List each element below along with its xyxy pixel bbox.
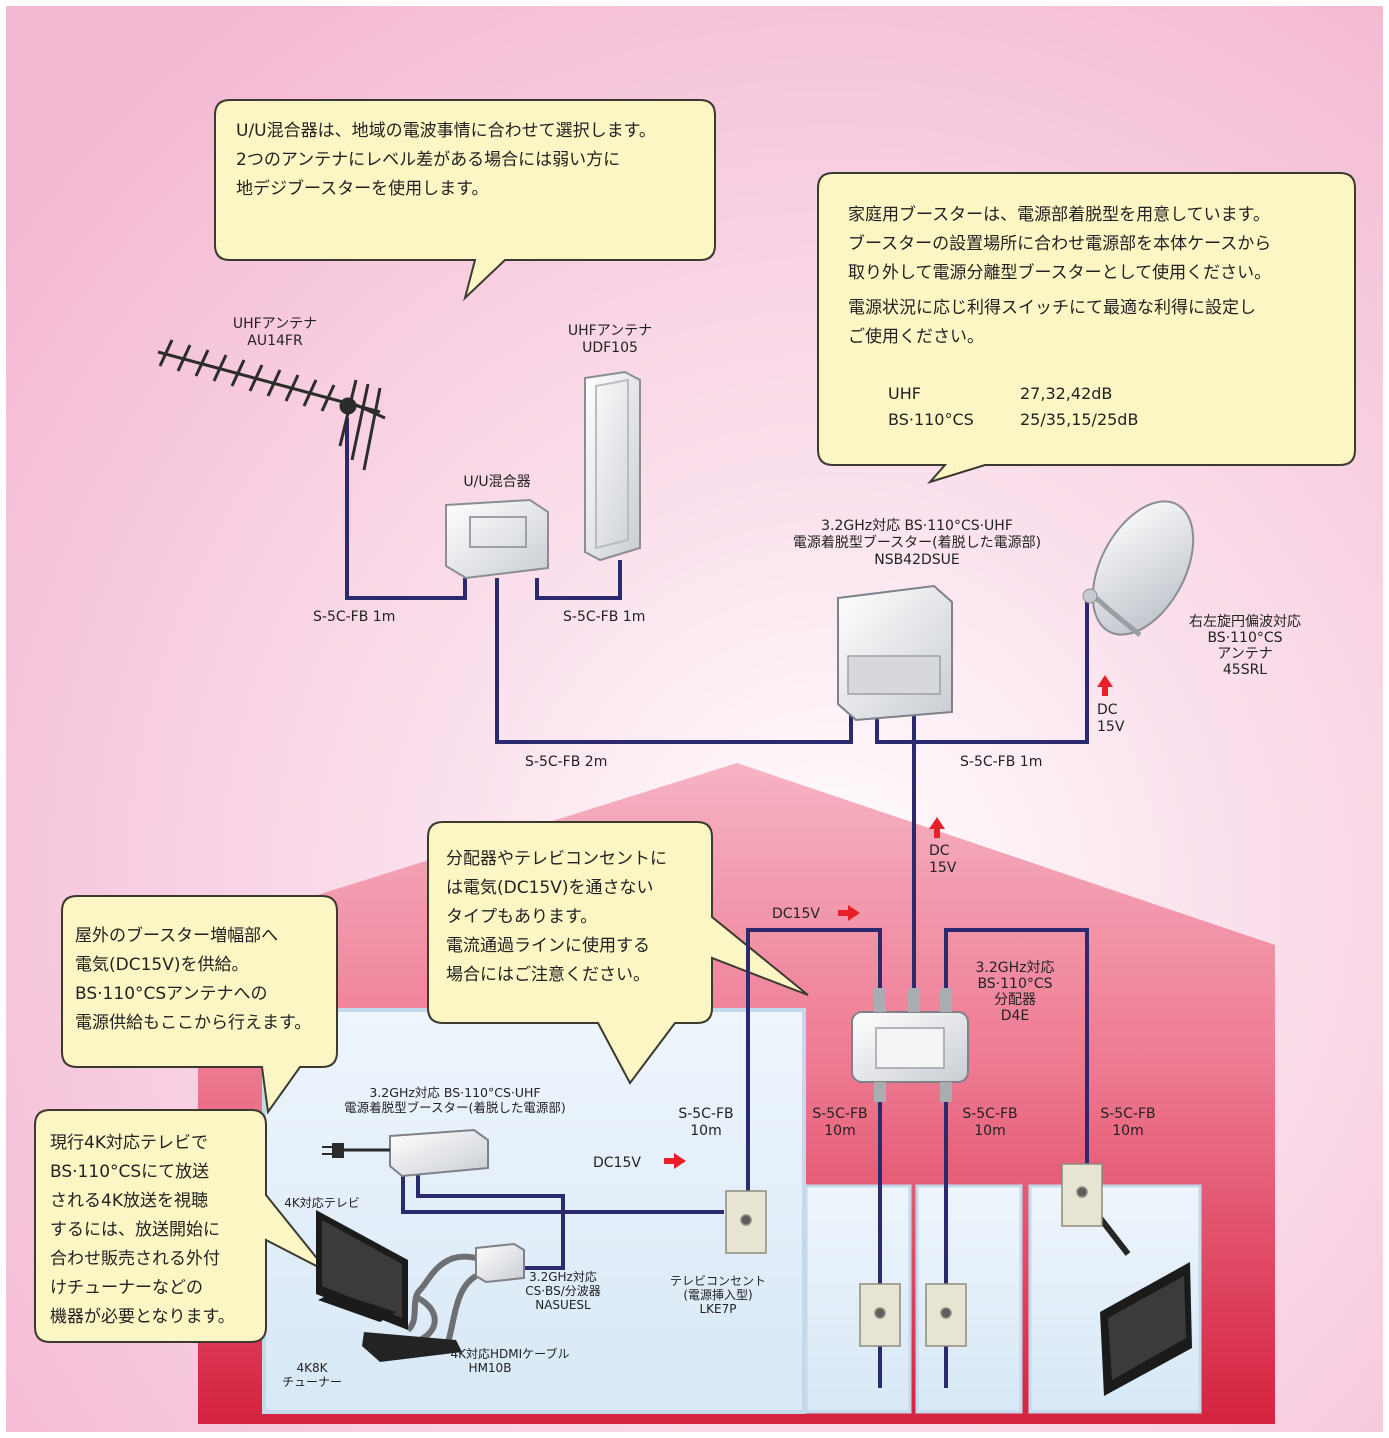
cable-booster-bs-label: S-5C-FB 1m xyxy=(960,754,1042,770)
coax-cables xyxy=(345,418,1089,1388)
bs-dish-antenna xyxy=(1082,500,1195,637)
dc-splitter-label: DC15V xyxy=(772,906,820,922)
cable-ant2-label: S-5C-FB 1m xyxy=(563,609,645,625)
dc-room-label: DC15V xyxy=(593,1155,641,1171)
power-arrows xyxy=(664,675,1113,1169)
booster-note-text: 家庭用ブースターは、電源部着脱型を用意しています。 ブースターの設置場所に合わせ… xyxy=(848,205,1272,347)
mixer-note-callout xyxy=(214,99,716,302)
outlet-label: テレビコンセント(電源挿入型)LKE7P xyxy=(670,1274,766,1316)
booster-note-callout xyxy=(817,172,1356,485)
power-note-callout xyxy=(61,895,338,1115)
tv-4k-label: 4K対応テレビ xyxy=(284,1196,360,1210)
splitter-note-callout xyxy=(427,821,809,1085)
cable-ant1-label: S-5C-FB 1m xyxy=(313,609,395,625)
booster-unit xyxy=(837,584,953,722)
tv-note-callout xyxy=(34,1109,329,1343)
uhf-yagi-antenna xyxy=(157,339,386,471)
tv-note-text: 現行4K対応テレビで BS·110°CSにて放送 される4K放送を視聴 するには… xyxy=(50,1133,235,1327)
tv-bedroom xyxy=(1100,1262,1192,1396)
uu-mixer xyxy=(445,498,549,580)
tuner-box xyxy=(362,1332,462,1362)
uhf-panel-antenna xyxy=(584,370,641,562)
mixer-note-text: U/U混合器は、地域の電波事情に合わせて選択します。 2つのアンテナにレベル差が… xyxy=(236,121,656,199)
mixer-label: U/U混合器 xyxy=(463,474,530,490)
splitter-note-text: 分配器やテレビコンセントに は電気(DC15V)を通さない タイプもあります。 … xyxy=(446,849,667,985)
cable-mixer-booster-label: S-5C-FB 2m xyxy=(525,754,607,770)
power-unit xyxy=(322,1128,489,1178)
splitter-unit xyxy=(851,988,969,1102)
wall-outlets xyxy=(725,1163,1103,1347)
tv-4k xyxy=(316,1210,408,1330)
separator-unit xyxy=(475,1242,525,1284)
power-note-text: 屋外のブースター増幅部へ 電気(DC15V)を供給。 BS·110°CSアンテナ… xyxy=(75,926,312,1033)
